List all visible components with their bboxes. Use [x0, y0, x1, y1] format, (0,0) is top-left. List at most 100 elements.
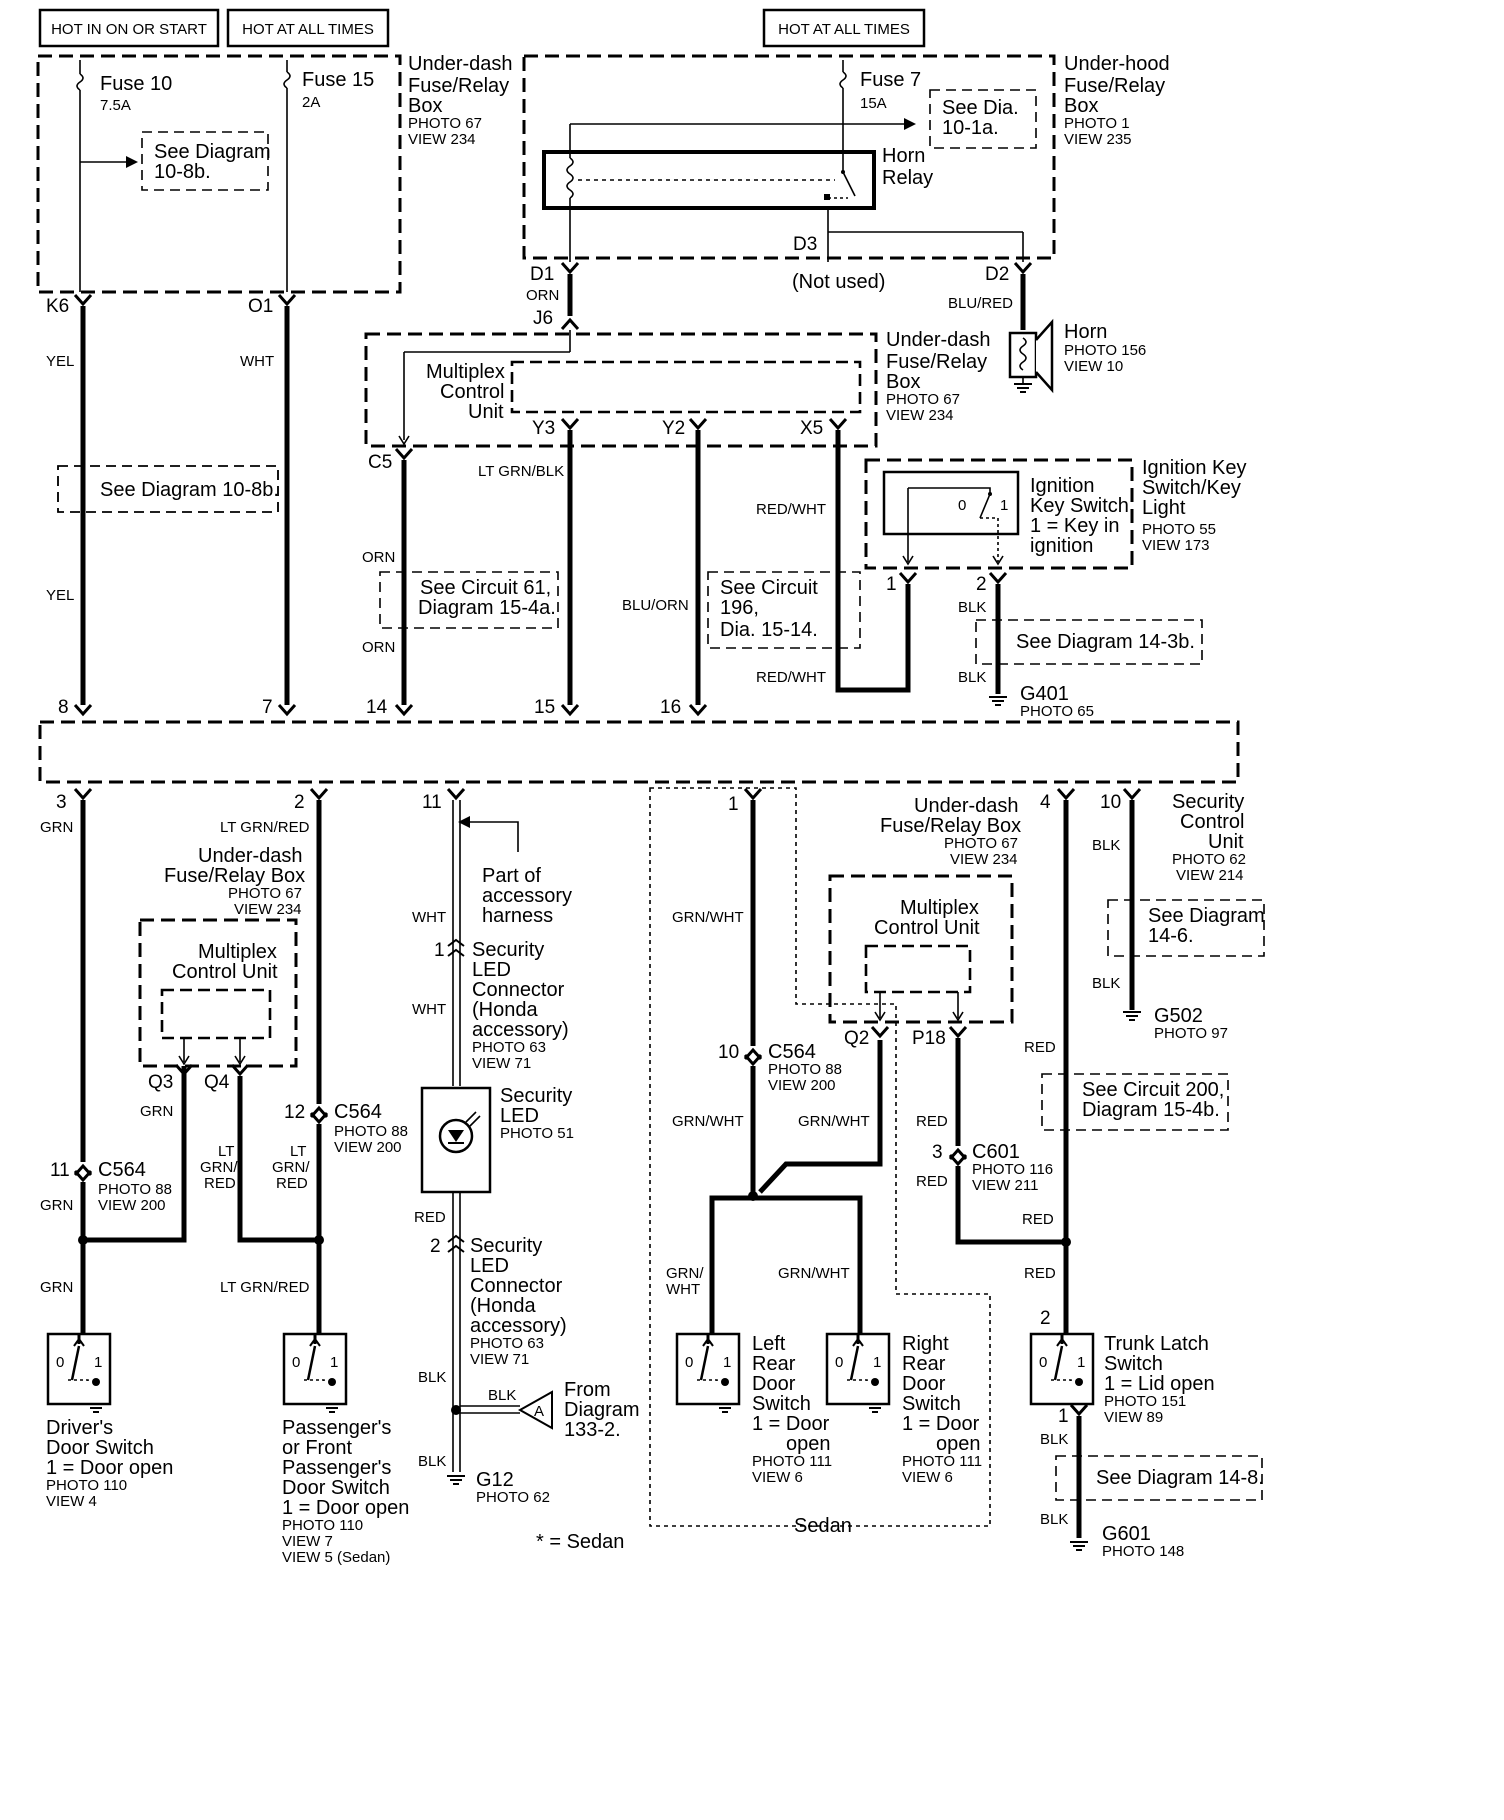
mcu-right-box1: Under-dash — [914, 795, 1019, 817]
rr-sw-l5: 1 = Door — [902, 1413, 980, 1435]
sec-led-conn1-photo: PHOTO 63 — [472, 1039, 546, 1056]
sec-led-conn1-pin: 1 — [434, 940, 445, 961]
left-rear-door-switch — [675, 1332, 741, 1406]
mcu-right-box2: Fuse/Relay Box — [880, 815, 1021, 837]
fuse15-name: Fuse 15 — [302, 69, 374, 91]
ign-photo: PHOTO 55 — [1142, 521, 1216, 538]
c564-pin-10: 10 — [718, 1042, 739, 1063]
underdash-top-view: VIEW 234 — [408, 131, 476, 148]
mcu-top-unit — [510, 360, 862, 414]
horn-symbol — [1008, 331, 1038, 379]
mcu-left-box2: Fuse/Relay Box — [164, 865, 305, 887]
mcu-top-photo: PHOTO 67 — [886, 391, 960, 408]
from-diag-letter: A — [534, 1403, 544, 1420]
wire-wht-11a: WHT — [412, 909, 446, 926]
see-dia-10-1a-2: 10-1a. — [942, 117, 999, 139]
see-diag-14-8: See Diagram 14-8. — [1096, 1467, 1264, 1489]
wire-wht-lr: WHT — [666, 1281, 700, 1298]
sec-led-conn1-l3: Connector — [472, 979, 565, 1001]
underhood-photo: PHOTO 1 — [1064, 115, 1130, 132]
mcu-right-p18: P18 — [912, 1028, 946, 1049]
see-circuit-61-1: See Circuit 61, — [420, 577, 551, 599]
trunk-pin-2: 2 — [1040, 1308, 1051, 1329]
trunk-sw-l1: Trunk Latch — [1104, 1333, 1209, 1355]
conn-d2: D2 — [985, 264, 1009, 285]
lr-sw-view: VIEW 6 — [752, 1469, 803, 1486]
wire-red-4a: RED — [1024, 1039, 1056, 1056]
underdash-top-l3: Box — [408, 95, 442, 117]
from-diagram-marker — [517, 1390, 553, 1430]
trunk-sw-l2: Switch — [1104, 1353, 1163, 1375]
c564-pin-12: 12 — [284, 1102, 305, 1123]
fuse7-name: Fuse 7 — [860, 69, 921, 91]
rr-sw-l2: Rear — [902, 1353, 946, 1375]
sec-led-l1: Security — [500, 1085, 572, 1107]
mcu-top-box-l2: Fuse/Relay — [886, 351, 987, 373]
conn-c5: C5 — [368, 452, 392, 473]
trunk-latch-switch — [1029, 1332, 1095, 1406]
wire-grn-lr: GRN/ — [666, 1265, 704, 1282]
wire-bluorn: BLU/ORN — [622, 597, 689, 614]
wire-red-p18a: RED — [916, 1113, 948, 1130]
see-diag-10-8b-top-2: 10-8b. — [154, 161, 211, 183]
wire-grnwht-1b: GRN/WHT — [672, 1113, 744, 1130]
c564-view-b: VIEW 200 — [334, 1139, 402, 1156]
see-diag-14-3b: See Diagram 14-3b. — [1016, 631, 1195, 653]
wire-yel-1: YEL — [46, 353, 74, 370]
rr-sw-l4: Switch — [902, 1393, 961, 1415]
fuse10-rating: 7.5A — [100, 97, 131, 114]
ign-t3: Light — [1142, 497, 1186, 519]
fuse15-rating: 2A — [302, 94, 320, 111]
horn-relay-l1: Horn — [882, 145, 925, 167]
mcu-right-l2: Control Unit — [874, 917, 980, 939]
pass-sw-view: VIEW 7 — [282, 1533, 333, 1550]
horn-name: Horn — [1064, 321, 1107, 343]
sec-led-conn1-l1: Security — [472, 939, 544, 961]
driver-door-switch — [46, 1332, 112, 1406]
mcu-left-view: VIEW 234 — [234, 901, 302, 918]
unit-pin-15: 15 — [534, 697, 555, 718]
c564-name-b: C564 — [334, 1101, 382, 1123]
g502-name: G502 — [1154, 1005, 1203, 1027]
g12-photo: PHOTO 62 — [476, 1489, 550, 1506]
unit-pin-7: 7 — [262, 697, 273, 718]
c564-view-a: VIEW 200 — [98, 1197, 166, 1214]
see-circuit-196-1: See Circuit — [720, 577, 818, 599]
wire-blk-tr-1: BLK — [1040, 1431, 1068, 1448]
see-dia-10-1a-1: See Dia. — [942, 97, 1019, 119]
driver-sw-l3: 1 = Door open — [46, 1457, 173, 1479]
rr-sw-photo: PHOTO 111 — [902, 1453, 982, 1470]
mcu-left-l1: Multiplex — [198, 941, 277, 963]
wire-grnwht-q2: GRN/WHT — [798, 1113, 870, 1130]
wire-lt-2b: LT — [290, 1143, 306, 1160]
sedan-label: Sedan — [794, 1515, 852, 1537]
accessory-l1: Part of — [482, 865, 541, 887]
mcu-right-box — [828, 874, 1014, 1024]
c564-photo-b: PHOTO 88 — [334, 1123, 408, 1140]
unit-pin-2: 2 — [294, 792, 305, 813]
hot-all-times-label-2: HOT AT ALL TIMES — [778, 21, 910, 38]
see-circuit-61-2: Diagram 15-4a. — [418, 597, 556, 619]
ign-t2: Switch/Key — [1142, 477, 1241, 499]
c564-photo-a: PHOTO 88 — [98, 1181, 172, 1198]
sec-led-conn2-photo: PHOTO 63 — [470, 1335, 544, 1352]
wire-blk-10b: BLK — [1092, 975, 1120, 992]
wire-lt-q4-1: LT — [218, 1143, 234, 1160]
underhood-l1: Under-hood — [1064, 53, 1170, 75]
sec-led-conn1-l2: LED — [472, 959, 511, 981]
c564-name-a: C564 — [98, 1159, 146, 1181]
lr-sw-l5: 1 = Door — [752, 1413, 830, 1435]
mcu-right-l1: Multiplex — [900, 897, 979, 919]
wire-red-p18c: RED — [1022, 1211, 1054, 1228]
underhood-l3: Box — [1064, 95, 1098, 117]
accessory-l2: accessory — [482, 885, 572, 907]
sedan-region — [649, 787, 991, 1527]
hot-all-times-box-2 — [762, 8, 926, 48]
c564-pin-11: 11 — [50, 1160, 70, 1181]
g401-photo: PHOTO 65 — [1020, 703, 1094, 720]
driver-sw-l1: Driver's — [46, 1417, 113, 1439]
wire-grnwht-1a: GRN/WHT — [672, 909, 744, 926]
driver-sw-photo: PHOTO 110 — [46, 1477, 127, 1494]
security-control-unit-bar — [38, 720, 1240, 784]
